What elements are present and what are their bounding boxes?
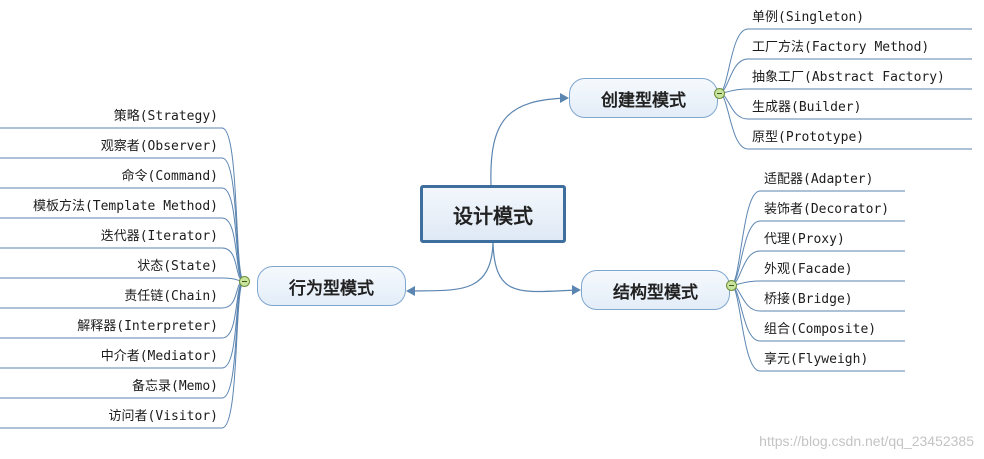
leaf-behavioral-7[interactable]: 解释器(Interpreter) [77, 319, 218, 334]
leaf-structural-3[interactable]: 外观(Facade) [764, 262, 853, 277]
leaf-structural-4[interactable]: 桥接(Bridge) [764, 292, 853, 307]
leaf-line-creational-2 [718, 88, 972, 94]
leaf-behavioral-10[interactable]: 访问者(Visitor) [108, 409, 218, 424]
leaf-line-behavioral-5 [0, 277, 245, 282]
connector-center-structural [492, 242, 580, 293]
leaf-behavioral-8[interactable]: 中介者(Mediator) [100, 349, 218, 364]
collapse-toggle-structural-icon[interactable] [726, 280, 737, 291]
leaf-behavioral-4[interactable]: 迭代器(Iterator) [100, 229, 218, 244]
leaf-creational-0[interactable]: 单例(Singleton) [752, 10, 865, 25]
leaf-line-behavioral-10 [0, 280, 245, 429]
leaf-behavioral-2[interactable]: 命令(Command) [121, 169, 218, 184]
leaf-creational-2[interactable]: 抽象工厂(Abstract Factory) [752, 70, 945, 85]
leaf-creational-4[interactable]: 原型(Prototype) [752, 130, 865, 145]
arrow-structural [572, 285, 581, 295]
connector-center-creational [490, 97, 568, 186]
watermark: https://blog.csdn.net/qq_23452385 [759, 433, 974, 449]
leaf-structural-0[interactable]: 适配器(Adapter) [764, 172, 874, 187]
leaf-creational-3[interactable]: 生成器(Builder) [752, 100, 862, 115]
leaf-line-behavioral-1 [0, 157, 245, 282]
leaf-line-structural-3 [730, 280, 905, 286]
arrow-creational [560, 93, 569, 103]
center-node[interactable]: 设计模式 [420, 185, 566, 243]
leaf-behavioral-9[interactable]: 备忘录(Memo) [132, 379, 218, 394]
leaf-behavioral-5[interactable]: 状态(State) [137, 259, 218, 274]
arrow-behavioral [406, 286, 415, 296]
branch-node-creational[interactable]: 创建型模式 [569, 78, 718, 118]
collapse-toggle-creational-icon[interactable] [714, 88, 725, 99]
collapse-toggle-behavioral-icon[interactable] [239, 276, 250, 287]
connector-center-behavioral [407, 242, 494, 292]
leaf-structural-5[interactable]: 组合(Composite) [764, 322, 877, 337]
leaf-behavioral-0[interactable]: 策略(Strategy) [113, 109, 218, 124]
leaf-behavioral-1[interactable]: 观察者(Observer) [100, 139, 218, 154]
leaf-structural-6[interactable]: 享元(Flyweigh) [764, 352, 869, 367]
leaf-structural-1[interactable]: 装饰者(Decorator) [764, 202, 890, 217]
branch-node-structural[interactable]: 结构型模式 [581, 270, 730, 310]
leaf-behavioral-6[interactable]: 责任链(Chain) [124, 289, 218, 304]
branch-node-behavioral[interactable]: 行为型模式 [257, 266, 406, 306]
leaf-structural-2[interactable]: 代理(Proxy) [764, 232, 845, 247]
leaf-creational-1[interactable]: 工厂方法(Factory Method) [752, 40, 930, 55]
leaf-behavioral-3[interactable]: 模板方法(Template Method) [32, 199, 218, 214]
